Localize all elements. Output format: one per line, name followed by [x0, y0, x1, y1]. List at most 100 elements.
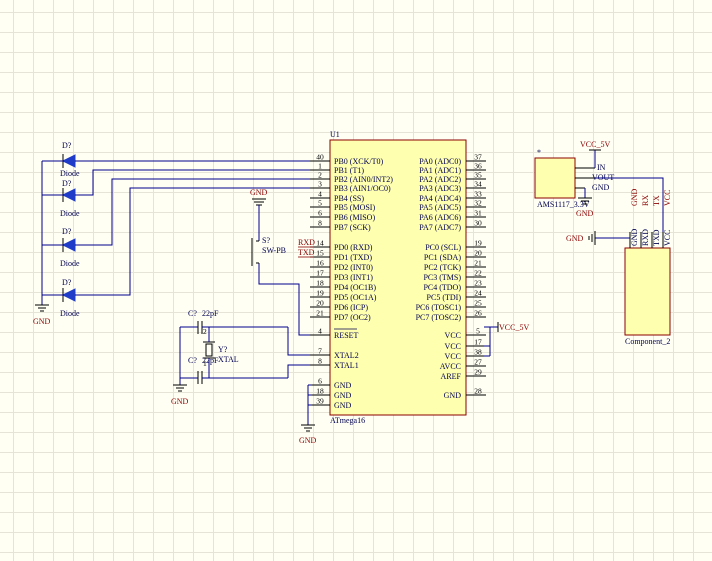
diode-4[interactable]: D? Diode: [60, 278, 80, 318]
pin-name: PA2 (ADC2): [419, 175, 461, 184]
pin-number: 19: [474, 239, 482, 248]
diode-1[interactable]: D? Diode: [60, 141, 80, 178]
pin-name: PD2 (INT0): [334, 263, 373, 272]
pin-number: 6: [318, 377, 322, 386]
wire-vout-vcc: [595, 177, 664, 232]
pin-name: PA1 (ADC1): [419, 166, 461, 175]
regulator-ams1117[interactable]: * AMS1117_3.3V IN VOUT GND VCC_5V GND: [534, 140, 614, 218]
pin-number: 32: [474, 199, 482, 208]
crystal-pin2: 2: [203, 327, 207, 336]
pin-number: 24: [474, 289, 482, 298]
pin-number: 19: [316, 289, 324, 298]
mcu-left-pin[interactable]: 18 GND: [310, 387, 352, 401]
component-2[interactable]: Component_2 GND RXD TXD VCC GND RX TX VC…: [566, 177, 672, 346]
diode-3[interactable]: D? Diode: [60, 227, 80, 268]
mcu-vcc-network: VCC_5V: [484, 322, 529, 357]
crystal-designator: Y?: [218, 345, 228, 354]
switch-designator: S?: [262, 236, 270, 245]
pin-number: 35: [474, 171, 482, 180]
pin-number: 25: [474, 299, 482, 308]
gnd-label-crystal: GND: [171, 397, 189, 406]
pin-number: 22: [474, 269, 482, 278]
mcu-designator: U1: [330, 130, 340, 139]
mcu-part-name: ATmega16: [330, 416, 365, 425]
pin-name: PD6 (ICP): [334, 303, 368, 312]
pin-number: 18: [316, 387, 324, 396]
pin-name: PB5 (MOSI): [334, 203, 375, 212]
pin-number: 8: [318, 219, 322, 228]
pin-name: GND: [334, 391, 352, 400]
pin-name: RESET: [334, 331, 359, 340]
pin-name: VCC: [445, 352, 461, 361]
diode-2[interactable]: D? Diode: [60, 179, 80, 218]
pin-number: 29: [474, 368, 482, 377]
regulator-pin-in: IN: [597, 163, 606, 172]
pin-number: 5: [318, 199, 322, 208]
cap1-designator: C?: [188, 309, 197, 318]
pin-name: PB4 (SS): [334, 194, 364, 203]
pin-name: GND: [444, 391, 462, 400]
component2-body[interactable]: [624, 247, 671, 336]
regulator-marker: *: [537, 148, 541, 157]
pin-name: PC1 (SDA): [424, 253, 461, 262]
diode-3-designator: D?: [62, 227, 72, 236]
mcu-right-pin[interactable]: 22 PC3 (TMS): [423, 269, 486, 283]
mcu-right-pin[interactable]: 20 PC1 (SDA): [424, 249, 486, 263]
component2-net-rx: RX: [641, 195, 650, 206]
gnd-label-component2: GND: [566, 234, 584, 243]
pin-number: 20: [474, 249, 482, 258]
regulator-body[interactable]: [534, 157, 576, 199]
wire-switch-reset: [258, 266, 310, 336]
mcu-gnd-network: GND: [299, 384, 317, 445]
pin-number: 21: [474, 259, 482, 268]
pin-number: 26: [474, 309, 482, 318]
pin-number: 27: [474, 358, 482, 367]
mcu-body[interactable]: [329, 139, 467, 416]
reset-switch[interactable]: GND S? SW-PB: [250, 188, 310, 336]
mcu-right-pin[interactable]: 35 PA2 (ADC2): [419, 171, 486, 185]
mcu-left-pin[interactable]: 5 PB5 (MOSI): [310, 199, 375, 213]
component2-pin-rxd: RXD: [641, 229, 650, 246]
pin-name: PC3 (TMS): [423, 273, 461, 282]
crystal-circuit[interactable]: C? 22pF C? 22pF GND 2 1 Y? XTAL: [171, 309, 310, 406]
